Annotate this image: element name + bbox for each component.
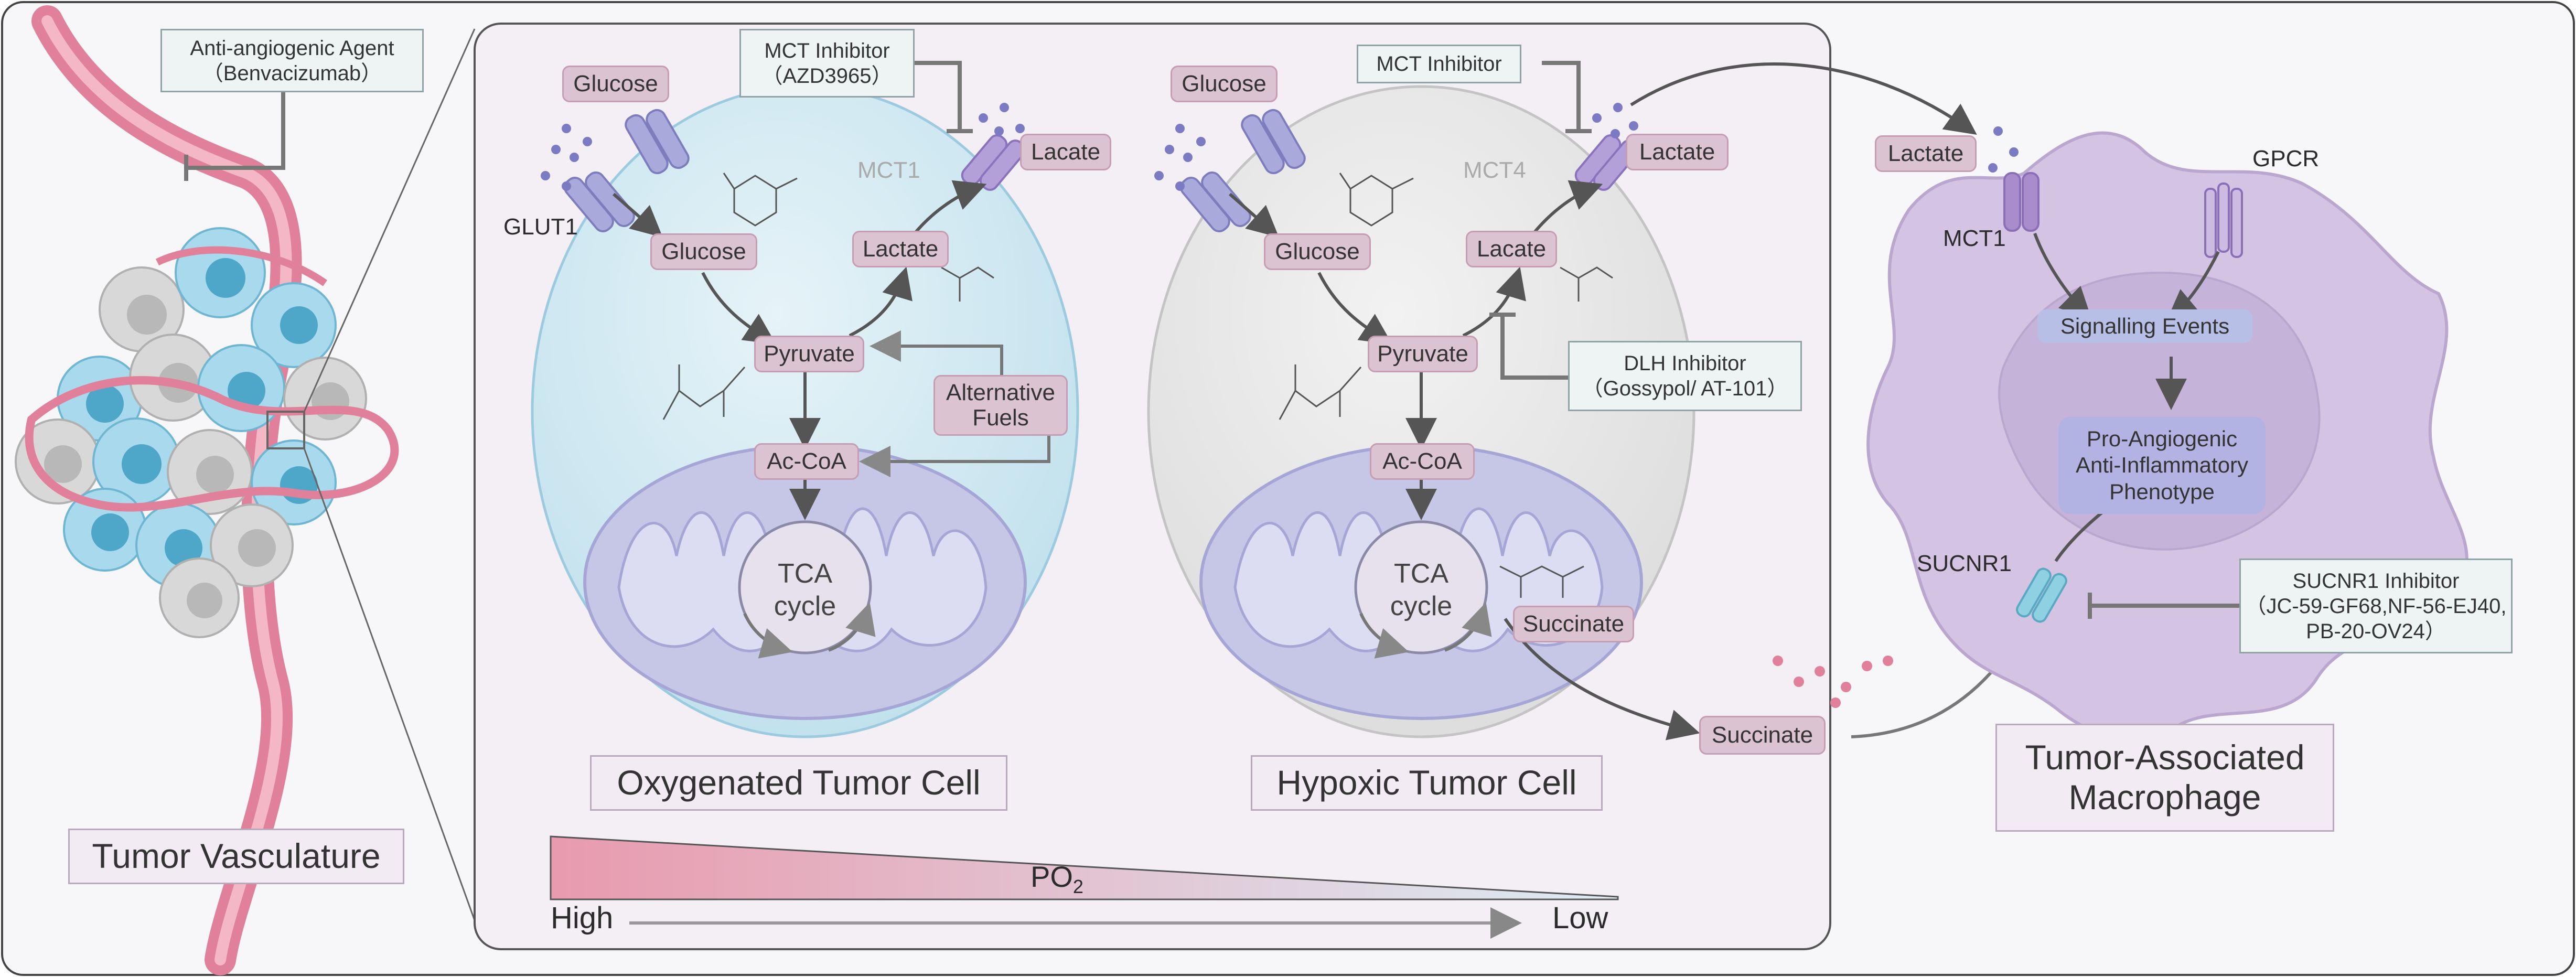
dlh-inhibitor-box: DLH Inhibitor （Gossypol/ AT-101） bbox=[1568, 341, 1802, 411]
oxy-mct1-label: MCT1 bbox=[857, 157, 920, 183]
alternative-fuels-line1: Alternative bbox=[946, 379, 1055, 405]
dlh-inhibitor-name: DLH Inhibitor bbox=[1624, 352, 1746, 375]
hyp-glucose-outside-label: Glucose bbox=[1171, 66, 1278, 102]
capillary-loop bbox=[25, 376, 399, 512]
zoom-region-marker bbox=[266, 411, 305, 449]
hyp-lactate-outside-label: Lactate bbox=[1626, 134, 1729, 170]
sucnr1-label: SUCNR1 bbox=[1917, 551, 2012, 576]
mct1-transporter-macrophage bbox=[2003, 172, 2040, 232]
capillary-branch bbox=[155, 246, 328, 286]
lactate-export-arrow bbox=[1630, 62, 1977, 135]
lactate-structure-oxy bbox=[941, 266, 994, 302]
hypoxic-tumor-cell-title: Hypoxic Tumor Cell bbox=[1251, 755, 1603, 811]
macrophage-title-line2: Macrophage bbox=[2068, 778, 2261, 817]
oxy-tca-cycle-label: TCA cycle bbox=[739, 556, 871, 624]
anti-angiogenic-agent-drug: （Benvacizumab） bbox=[202, 61, 382, 85]
mct4-label: MCT4 bbox=[1463, 157, 1526, 183]
sucnr1-inhibitor-name: SUCNR1 Inhibitor bbox=[2292, 569, 2460, 593]
glut1-transporter-hyp bbox=[1180, 109, 1306, 232]
hyp-tca-line2: cycle bbox=[1390, 591, 1453, 621]
alternative-fuels-arrows bbox=[859, 330, 1050, 477]
oxy-pyruvate-label: Pyruvate bbox=[754, 336, 864, 372]
gpcr-receptor bbox=[2204, 182, 2243, 258]
tumor-vasculature-title: Tumor Vasculature bbox=[68, 829, 404, 884]
macrophage-mct1-label: MCT1 bbox=[1943, 226, 2006, 251]
sucnr1-inhibitor-drugs-line1: （JC-59-GF68,NF-56-EJ40, bbox=[2245, 594, 2507, 618]
dlh-inhibitor-drug: （Gossypol/ AT-101） bbox=[1582, 377, 1788, 400]
succinate-structure bbox=[1499, 565, 1584, 598]
mct-inhibitor-hyp-box: MCT Inhibitor bbox=[1357, 45, 1521, 83]
phenotype-line3: Phenotype bbox=[2109, 479, 2215, 504]
hyp-pyruvate-label: Pyruvate bbox=[1368, 336, 1478, 372]
hypoxic-tca-circle bbox=[1354, 520, 1488, 654]
tumor-associated-macrophage-title: Tumor-Associated Macrophage bbox=[1995, 724, 2334, 832]
macrophage-title-line1: Tumor-Associated bbox=[2025, 738, 2305, 777]
oxygenated-tumor-cell-title: Oxygenated Tumor Cell bbox=[590, 755, 1007, 811]
succinate-export-label: Succinate bbox=[1699, 716, 1826, 755]
hyp-glucose-inside-label: Glucose bbox=[1264, 233, 1371, 270]
alternative-fuels-label: Alternative Fuels bbox=[933, 375, 1068, 436]
glucose-structure-oxy bbox=[723, 173, 798, 227]
po2-label: PO2 bbox=[1031, 860, 1083, 898]
mct1-inhibition-line bbox=[913, 61, 962, 131]
phenotype-line2: Anti-Inflammatory bbox=[2075, 453, 2249, 478]
po2-gradient-wedge bbox=[550, 835, 1619, 900]
lactate-dots bbox=[979, 103, 2024, 183]
gpcr-label: GPCR bbox=[2252, 146, 2320, 171]
zoom-line-bottom bbox=[303, 448, 476, 921]
oxy-tca-line2: cycle bbox=[774, 591, 836, 621]
glut1-label: GLUT1 bbox=[503, 214, 578, 240]
anti-angiogenic-agent-name: Anti-angiogenic Agent bbox=[190, 36, 394, 60]
glut1-transporter-oxy bbox=[564, 109, 690, 232]
hyp-lactate-inside-label: Lacate bbox=[1466, 231, 1557, 267]
phenotype-line1: Pro-Angiogenic bbox=[2086, 426, 2238, 451]
mct-inhibitor-drug: （AZD3965） bbox=[761, 64, 893, 88]
macrophage-lactate-label: Lactate bbox=[1875, 135, 1977, 172]
pyruvate-structure-hyp bbox=[1279, 364, 1362, 420]
po2-label-text: PO bbox=[1031, 860, 1073, 893]
sucnr1-inhibitor-box: SUCNR1 Inhibitor （JC-59-GF68,NF-56-EJ40,… bbox=[2239, 559, 2513, 653]
alternative-fuels-line2: Fuels bbox=[972, 405, 1029, 431]
oxy-tca-line1: TCA bbox=[778, 558, 832, 589]
mct-inhibitor-azd3965-box: MCT Inhibitor （AZD3965） bbox=[739, 29, 915, 98]
lactate-structure-hyp bbox=[1560, 266, 1613, 302]
hyp-acoa-label: Ac-CoA bbox=[1370, 443, 1475, 480]
oxy-lactate-outside-label: Lacate bbox=[1020, 134, 1111, 170]
hyp-succinate-label: Succinate bbox=[1513, 606, 1634, 642]
glucose-dots bbox=[541, 124, 1206, 191]
po2-low-label: Low bbox=[1552, 901, 1608, 935]
zoom-line-top bbox=[303, 28, 476, 412]
dlh-inhibition-line bbox=[1500, 315, 1568, 380]
sucnr1-receptor bbox=[2016, 567, 2067, 623]
succinate-dots bbox=[1773, 656, 1893, 708]
tumor-vasculature-illustration bbox=[15, 5, 476, 975]
oxy-lactate-inside-label: Lactate bbox=[852, 231, 949, 267]
mct4-inhibition-line bbox=[1542, 61, 1581, 131]
anti-angiogenic-agent-box: Anti-angiogenic Agent （Benvacizumab） bbox=[160, 29, 424, 92]
po2-high-label: High bbox=[551, 901, 614, 935]
hyp-tca-cycle-label: TCA cycle bbox=[1356, 556, 1487, 624]
signalling-events-label: Signalling Events bbox=[2037, 309, 2252, 343]
pyruvate-structure-oxy bbox=[662, 364, 746, 420]
succinate-export-arrow bbox=[1504, 618, 1700, 740]
mct-inhibitor-name: MCT Inhibitor bbox=[764, 39, 890, 62]
po2-label-subscript: 2 bbox=[1072, 876, 1083, 898]
glucose-structure-hyp bbox=[1339, 173, 1414, 227]
hyp-tca-line1: TCA bbox=[1394, 558, 1448, 589]
phenotype-label: Pro-Angiogenic Anti-Inflammatory Phenoty… bbox=[2058, 417, 2266, 514]
sucnr1-inhibitor-drugs-line2: PB-20-OV24） bbox=[2306, 619, 2446, 643]
oxygenated-tca-circle bbox=[738, 520, 872, 654]
oxy-glucose-outside-label: Glucose bbox=[562, 66, 669, 102]
oxy-glucose-inside-label: Glucose bbox=[650, 233, 757, 270]
oxy-acoa-label: Ac-CoA bbox=[754, 443, 859, 480]
